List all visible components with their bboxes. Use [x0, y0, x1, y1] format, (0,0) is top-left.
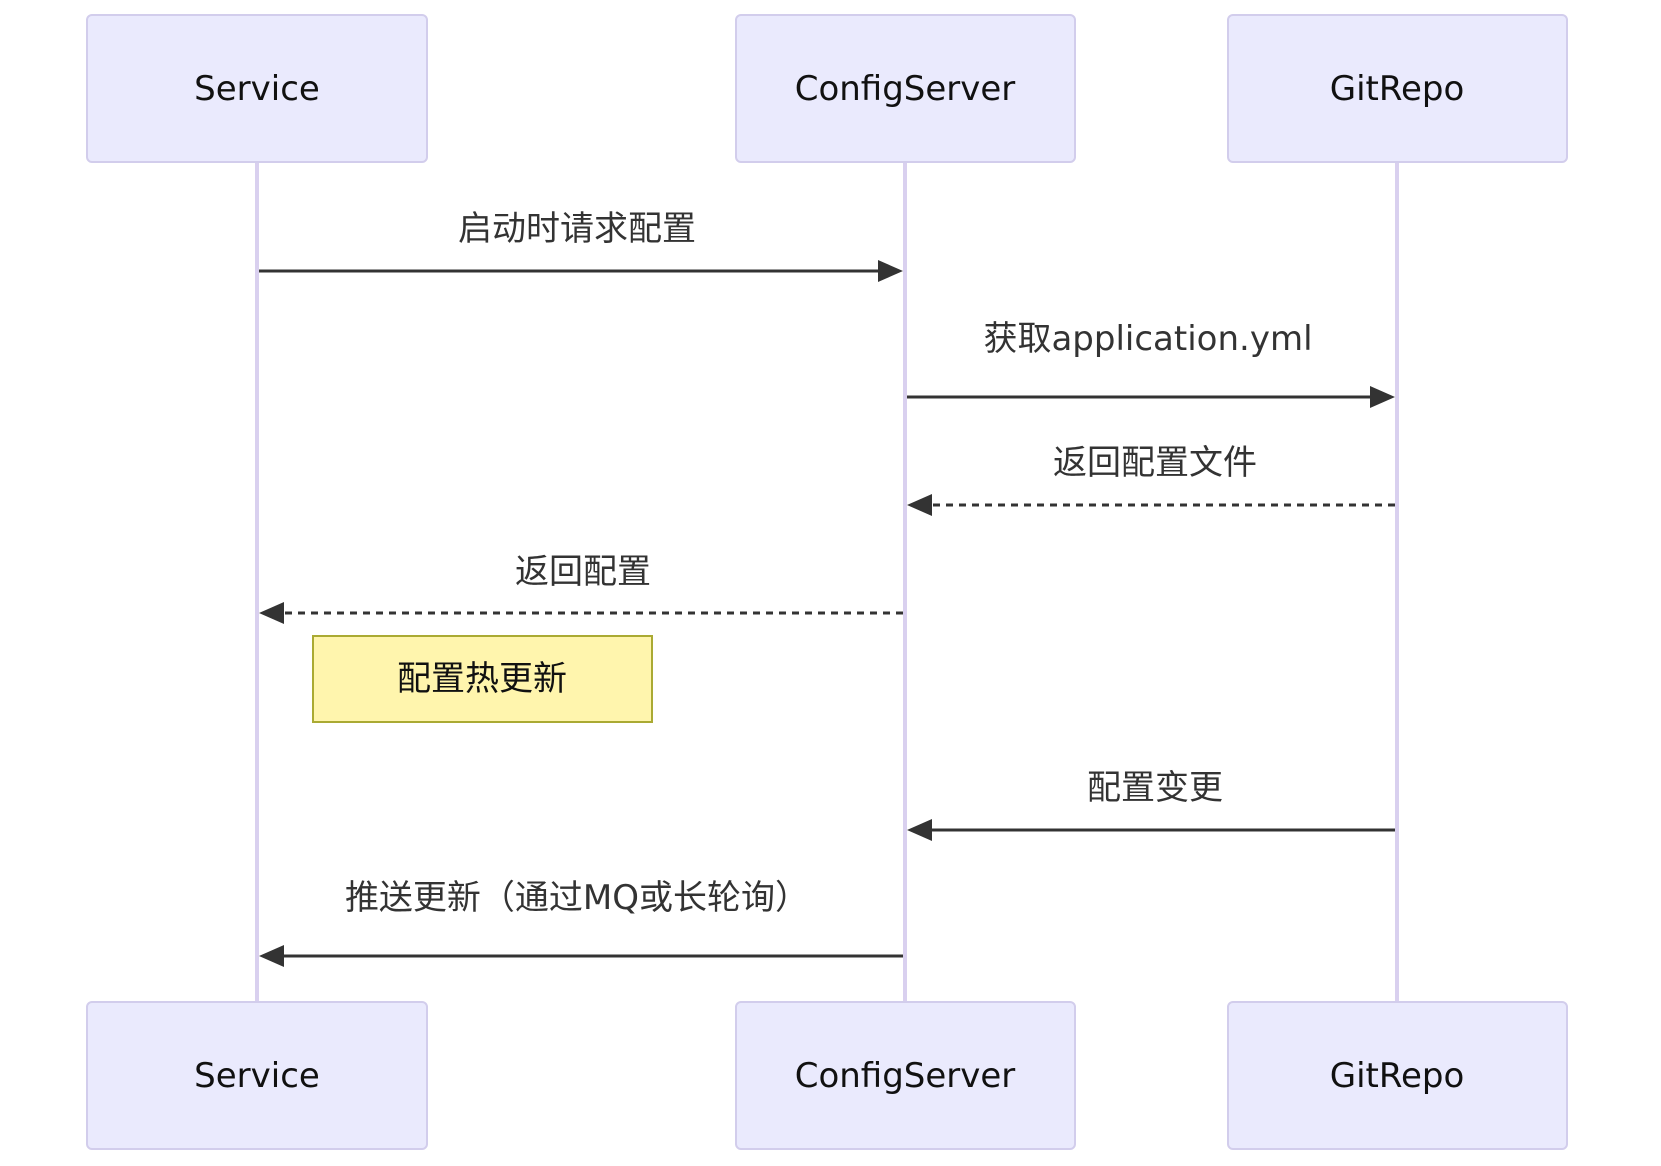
message-6: 推送更新（通过MQ或长轮询）: [259, 878, 903, 967]
actor-label: GitRepo: [1330, 69, 1465, 109]
actor-label: Service: [194, 69, 320, 109]
note-label: 配置热更新: [397, 659, 567, 699]
note: 配置热更新: [312, 635, 653, 723]
arrow-left-icon: [259, 945, 284, 967]
message-2: 获取application.yml: [907, 319, 1395, 408]
actor-top-gitrepo: GitRepo: [1227, 14, 1568, 163]
message-label: 启动时请求配置: [458, 209, 696, 249]
actor-label: GitRepo: [1330, 1056, 1465, 1096]
actor-label: ConfigServer: [795, 1056, 1016, 1096]
arrow-left-icon: [907, 494, 932, 516]
message-1: 启动时请求配置: [259, 209, 903, 282]
message-label: 推送更新（通过MQ或长轮询）: [345, 878, 809, 918]
arrow-left-icon: [907, 819, 932, 841]
message-3: 返回配置文件: [907, 443, 1395, 516]
actor-top-configserver: ConfigServer: [735, 14, 1076, 163]
actor-bottom-configserver: ConfigServer: [735, 1001, 1076, 1150]
actor-label: ConfigServer: [795, 69, 1016, 109]
message-label: 配置变更: [1087, 768, 1223, 808]
message-label: 获取application.yml: [983, 319, 1312, 359]
message-5: 配置变更: [907, 768, 1395, 841]
message-label: 返回配置: [515, 552, 651, 592]
actor-bottom-gitrepo: GitRepo: [1227, 1001, 1568, 1150]
arrow-left-icon: [259, 602, 284, 624]
message-4: 返回配置: [259, 552, 903, 624]
actor-label: Service: [194, 1056, 320, 1096]
actor-bottom-service: Service: [86, 1001, 428, 1150]
arrow-right-icon: [878, 260, 903, 282]
arrow-right-icon: [1370, 386, 1395, 408]
actor-top-service: Service: [86, 14, 428, 163]
message-label: 返回配置文件: [1053, 443, 1257, 483]
